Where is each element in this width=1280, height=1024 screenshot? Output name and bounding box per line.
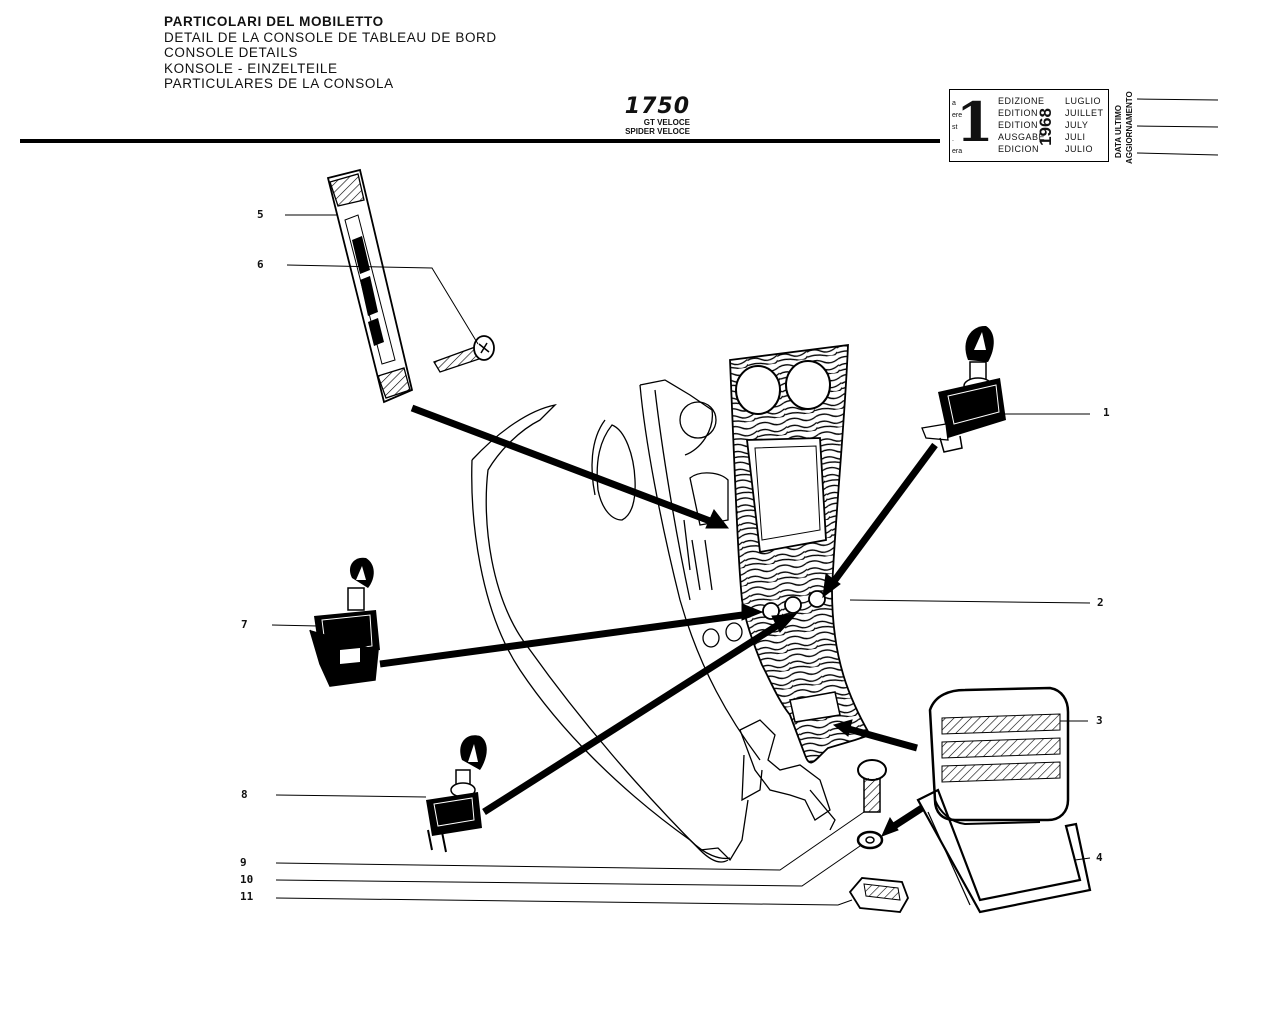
callout-10: 10: [240, 873, 254, 886]
callout-3: 3: [1096, 714, 1103, 727]
title-italian: PARTICOLARI DEL MOBILETTO: [164, 14, 384, 29]
ashtray-part-3: [928, 686, 1070, 826]
callout-9: 9: [240, 856, 247, 869]
edition-sup: st: [952, 124, 958, 131]
header-titles: PARTICOLARI DEL MOBILETTO DETAIL DE LA C…: [164, 14, 497, 92]
model-number: 1750: [624, 94, 690, 119]
edition-sup: .: [952, 136, 954, 143]
assembly-arrows: [379, 404, 938, 837]
edition-month: JULI: [1065, 132, 1086, 142]
title-spanish: PARTICULARES DE LA CONSOLA: [164, 76, 394, 92]
title-french: DETAIL DE LA CONSOLE DE TABLEAU DE BORD: [164, 29, 497, 45]
header-rule: [20, 139, 940, 143]
model-label: 1750 GT VELOCE SPIDER VELOCE: [612, 94, 690, 137]
model-variant-spider: SPIDER VELOCE: [625, 127, 690, 136]
title-english: CONSOLE DETAILS: [164, 45, 299, 61]
edition-label: EDIZIONE: [998, 96, 1045, 106]
callout-1: 1: [1103, 406, 1110, 419]
clip-nut-part-11: [848, 877, 909, 913]
edition-label: EDICION: [998, 144, 1040, 154]
edition-label: AUSGABE: [998, 132, 1046, 142]
washer-part-10: [856, 830, 884, 850]
edition-sup: ere: [952, 112, 963, 119]
edition-sup: a: [952, 100, 956, 107]
trim-strip-part-5: [326, 168, 414, 404]
edition-month: JULY: [1065, 120, 1089, 130]
screw-part-9: [857, 759, 887, 813]
edition-label: EDITION: [998, 120, 1039, 130]
console-wood-panel: [729, 343, 872, 764]
edition-number: 1: [956, 90, 994, 154]
callout-8: 8: [241, 788, 248, 801]
callout-4: 4: [1096, 851, 1103, 864]
edition-label: EDITION: [998, 108, 1039, 118]
ashtray-frame-part-4: [916, 788, 1092, 914]
screw-part-6: [433, 335, 495, 373]
update-lines: [1136, 98, 1219, 156]
switch-part-1: [921, 325, 1006, 453]
edition-month: LUGLIO: [1065, 96, 1102, 106]
leader-lines: [271, 214, 1091, 906]
callout-11: 11: [240, 890, 254, 903]
edition-month: JUILLET: [1065, 108, 1104, 118]
switch-part-8: [426, 735, 487, 853]
edition-month: JULIO: [1065, 144, 1094, 154]
edition-sup: era: [952, 148, 963, 155]
title-german: KONSOLE - EINZELTEILE: [164, 60, 338, 76]
switch-part-7: [309, 557, 380, 687]
callout-6: 6: [257, 258, 264, 271]
callout-5: 5: [257, 208, 264, 221]
model-variant-gt: GT VELOCE: [643, 118, 690, 127]
callout-7: 7: [241, 618, 248, 631]
callout-2: 2: [1097, 596, 1104, 609]
edition-box: 1 a ere st . era EDIZIONE EDITION EDITIO…: [949, 89, 1109, 162]
dashboard-tunnel-outline: [471, 379, 836, 863]
